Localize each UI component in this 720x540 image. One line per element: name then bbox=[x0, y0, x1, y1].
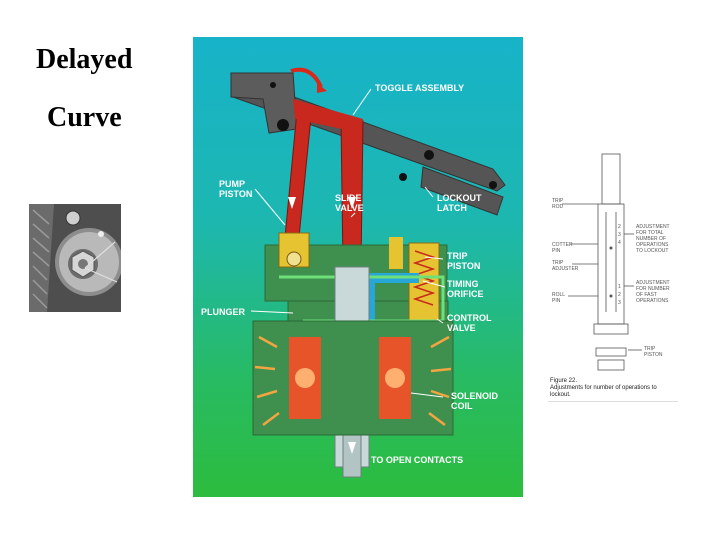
label-solenoid-coil: SOLENOID COIL bbox=[451, 391, 499, 411]
label-to-open-contacts: TO OPEN CONTACTS bbox=[371, 455, 464, 465]
scale-lower-3: 3 bbox=[618, 300, 621, 306]
scale-upper-4: 4 bbox=[618, 240, 621, 246]
mechanism-photo bbox=[29, 204, 121, 312]
label-roll-pin: ROLL PIN bbox=[552, 292, 566, 304]
slide-title-line-1: Delayed bbox=[36, 44, 133, 75]
adjustment-figure-graphic bbox=[548, 153, 678, 402]
scale-upper-2: 2 bbox=[618, 224, 621, 230]
scale-lower-2: 2 bbox=[618, 292, 621, 298]
label-toggle-assembly: TOGGLE ASSEMBLY bbox=[375, 83, 465, 93]
recloser-mechanism-diagram: TOGGLE ASSEMBLY PUMP PISTON SLIDE VALVE … bbox=[193, 37, 523, 497]
label-cotter-pin: COTTER PIN bbox=[552, 242, 573, 254]
label-slide-valve: SLIDE VALVE bbox=[335, 193, 364, 213]
label-adjustment-total: ADJUSTMENT FOR TOTAL NUMBER OF OPERATION… bbox=[636, 224, 670, 254]
slide-title-line-2: Curve bbox=[47, 102, 122, 133]
label-trip-piston: TRIP PISTON bbox=[447, 251, 481, 271]
adjustment-figure: TRIP ROD COTTER PIN TRIP ADJUSTER ROLL P… bbox=[548, 152, 680, 402]
scale-upper-3: 3 bbox=[618, 232, 621, 238]
label-trip-rod: TRIP ROD bbox=[552, 198, 564, 210]
label-adjustment-fast: ADJUSTMENT FOR NUMBER OF FAST OPERATIONS bbox=[636, 280, 670, 304]
label-pump-piston: PUMP PISTON bbox=[219, 179, 253, 199]
label-timing-orifice: TIMING ORIFICE bbox=[447, 279, 484, 299]
scale-lower-1: 1 bbox=[618, 284, 621, 290]
label-control-valve: CONTROL VALVE bbox=[447, 313, 492, 333]
recloser-diagram-graphic bbox=[230, 67, 506, 478]
label-plunger: PLUNGER bbox=[201, 307, 246, 317]
mechanism-photo-graphic bbox=[29, 204, 121, 312]
label-trip-piston-figure: TRIP PISTON bbox=[644, 346, 663, 358]
label-trip-adjuster: TRIP ADJUSTER bbox=[552, 260, 579, 272]
figure-caption: Figure 22. Adjustments for number of ope… bbox=[550, 378, 657, 398]
label-lockout-latch: LOCKOUT LATCH bbox=[437, 193, 482, 213]
